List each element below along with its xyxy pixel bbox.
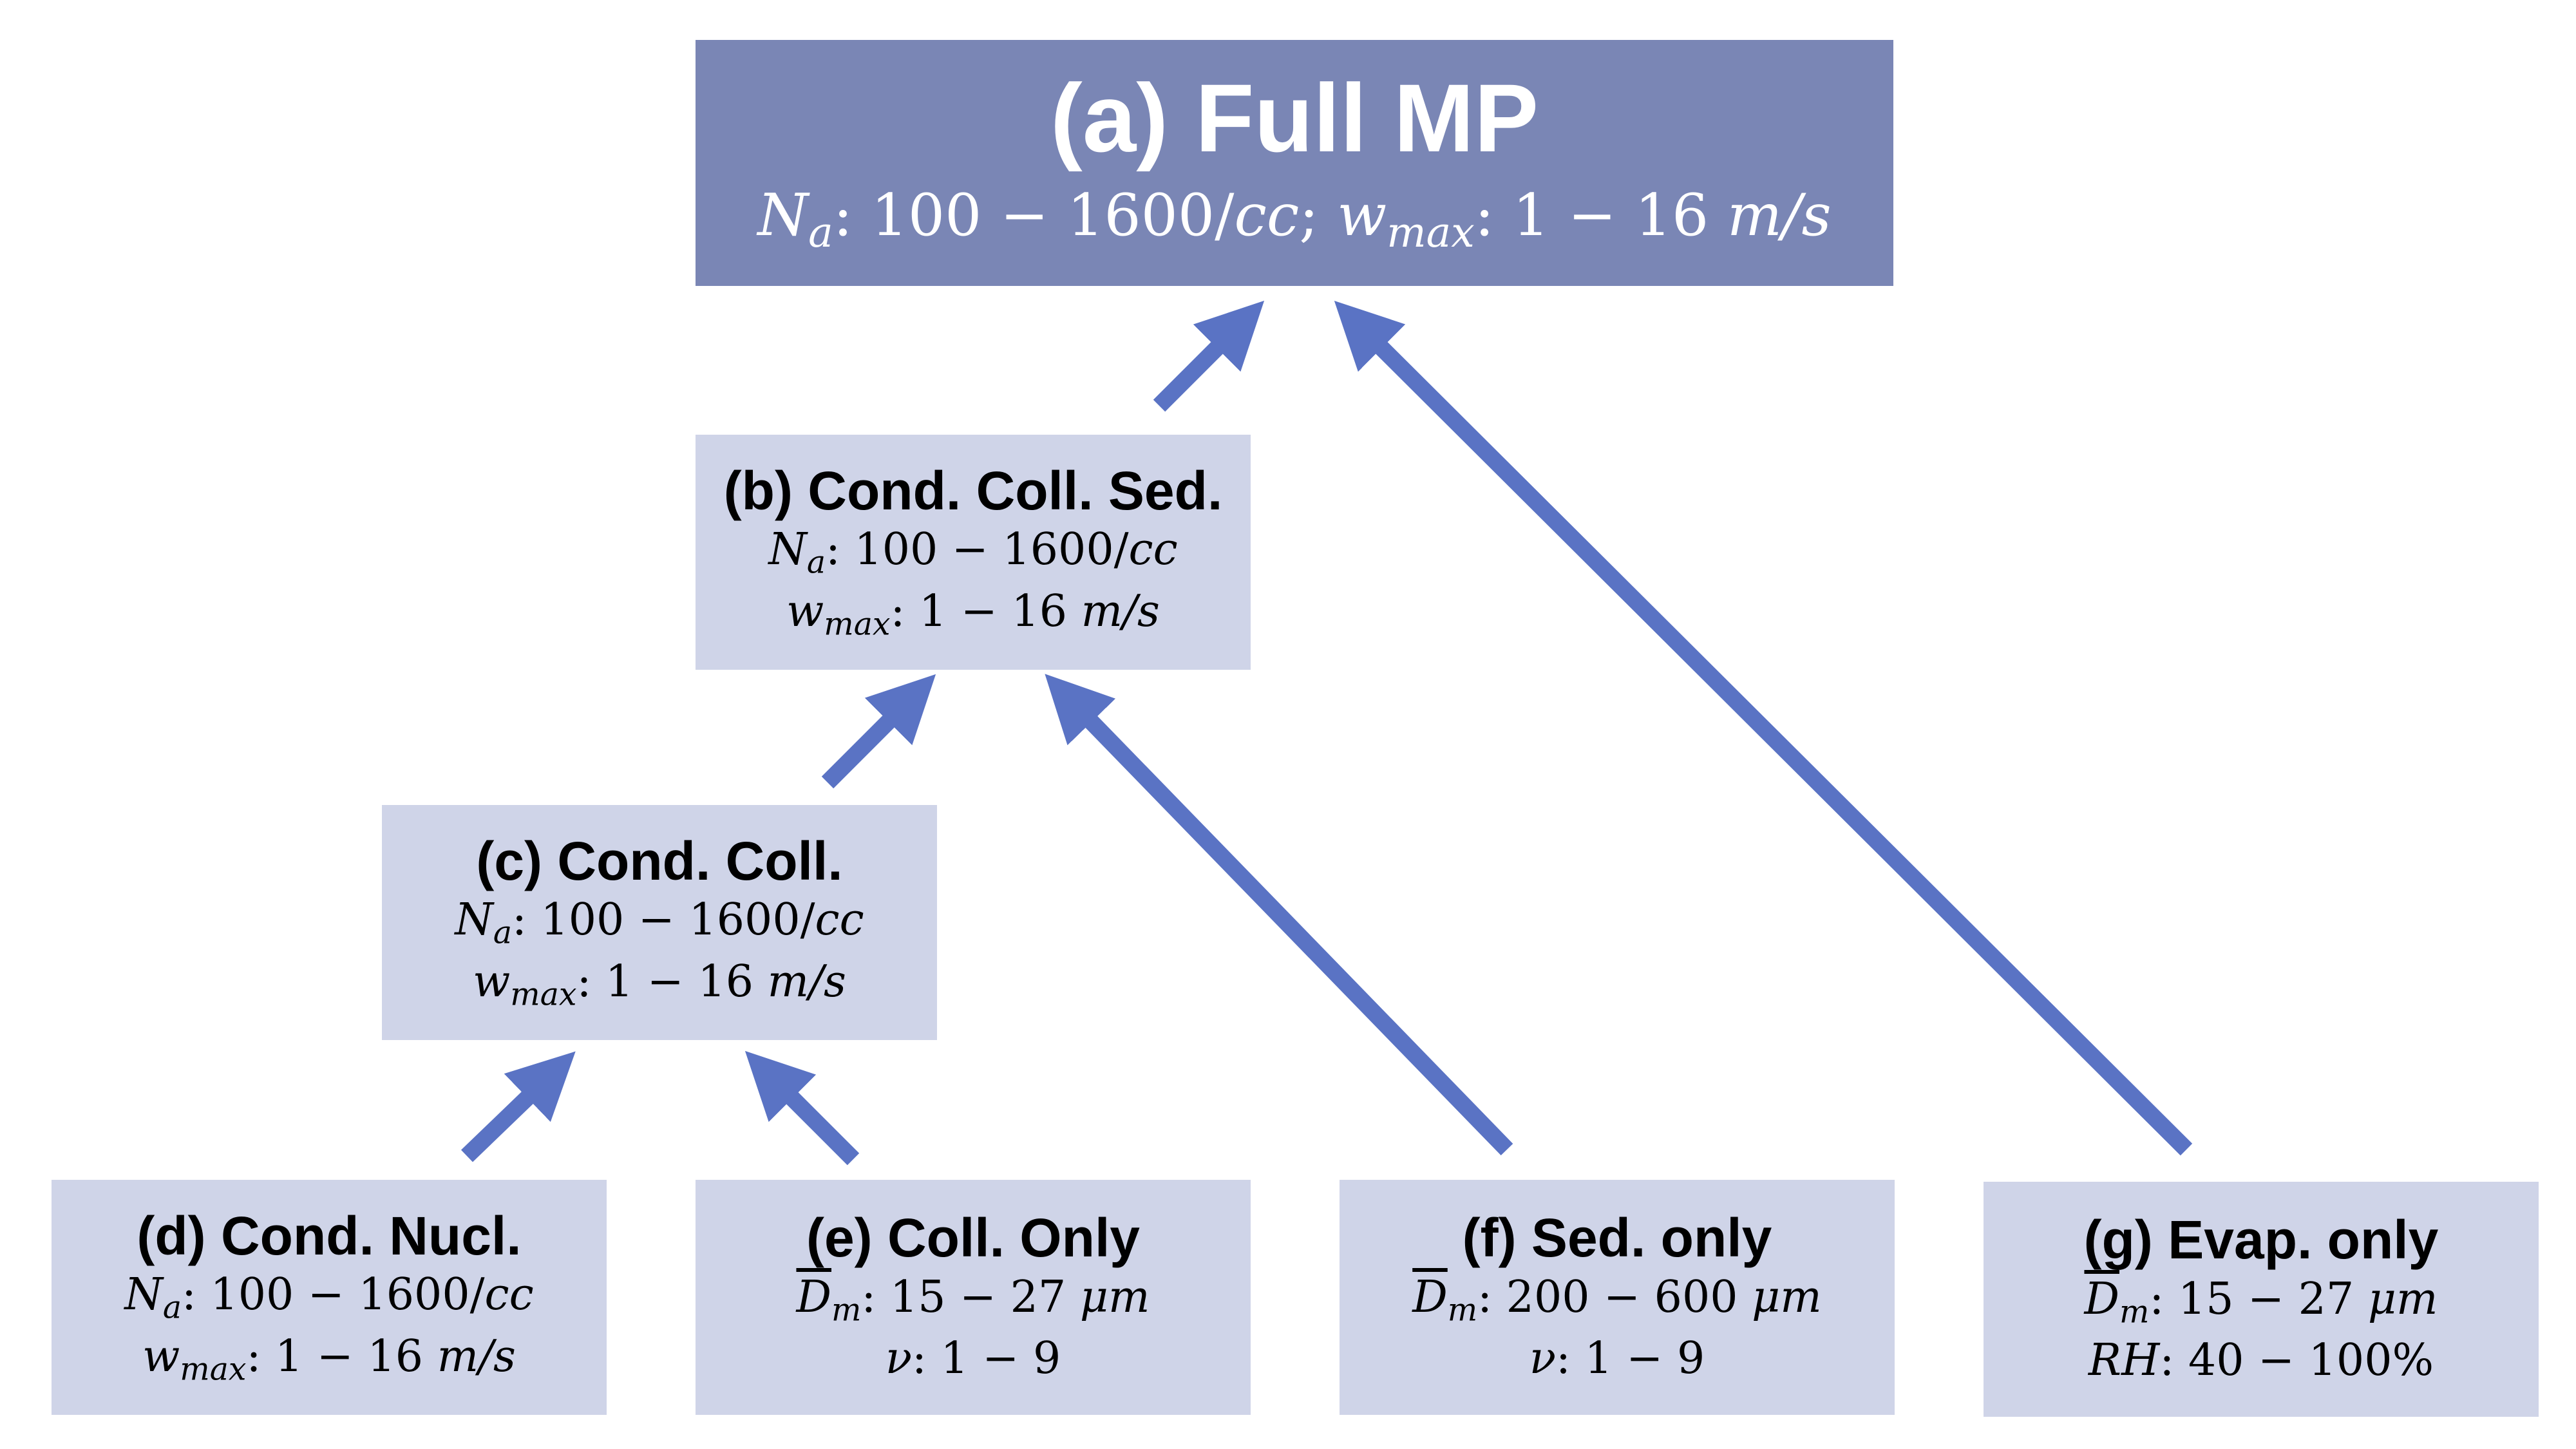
subscript: max	[824, 605, 891, 643]
symbol: N	[768, 524, 807, 576]
range-text: : 15 − 27	[861, 1271, 1080, 1323]
node-param-line: Dm: 200 − 600 μm	[1412, 1269, 1822, 1331]
arrow-c-to-b	[821, 674, 936, 789]
arrow-g-to-a	[1334, 300, 2193, 1156]
separator: ;	[1299, 182, 1338, 250]
symbol: w	[142, 1331, 180, 1382]
subscript: m	[1447, 1291, 1478, 1329]
arrow-f-to-b	[1045, 674, 1513, 1156]
symbol: ν	[1529, 1333, 1557, 1385]
subscript: m	[831, 1291, 862, 1329]
node-param-line: Dm: 15 − 27 μm	[796, 1269, 1150, 1331]
symbol: w	[473, 956, 511, 1007]
arrow-d-to-c	[460, 1051, 576, 1162]
subscript: a	[808, 209, 833, 258]
node-title: (b) Cond. Coll. Sed.	[723, 460, 1223, 521]
subscript: max	[1387, 209, 1475, 258]
range-text: : 1 − 9	[912, 1333, 1061, 1385]
range-text: : 100 − 1600/	[833, 182, 1235, 250]
node-param-line: Dm: 15 − 27 μm	[2084, 1271, 2438, 1332]
unit: m/s	[1727, 182, 1832, 250]
unit: cc	[1234, 182, 1300, 250]
unit: m/s	[767, 956, 846, 1007]
range-text: : 200 − 600	[1477, 1271, 1752, 1323]
node-param-line: Na: 100 − 1600/cc	[124, 1267, 533, 1328]
unit: m/s	[1081, 585, 1160, 637]
subscript: a	[493, 914, 512, 952]
node-title: (c) Cond. Coll.	[476, 830, 843, 891]
symbol: D	[1412, 1271, 1448, 1323]
symbol: N	[757, 182, 809, 250]
symbol: w	[786, 585, 824, 637]
node-param-line: ν: 1 − 9	[886, 1331, 1061, 1387]
range-text: : 1 − 9	[1556, 1333, 1705, 1385]
node-title: (a) Full MP	[1050, 64, 1539, 173]
node-cond-nucl: (d) Cond. Nucl. Na: 100 − 1600/cc wmax: …	[52, 1180, 607, 1415]
node-title: (d) Cond. Nucl.	[137, 1205, 522, 1266]
range-text: : 1 − 16	[246, 1331, 437, 1382]
node-param-line: wmax: 1 − 16 m/s	[786, 583, 1160, 645]
node-param-line: ν: 1 − 9	[1530, 1331, 1705, 1387]
node-params: Na: 100 − 1600/cc; wmax: 1 − 16 m/s	[757, 178, 1831, 260]
node-sed-only: (f) Sed. only Dm: 200 − 600 μm ν: 1 − 9	[1340, 1180, 1895, 1415]
node-param-line: wmax: 1 − 16 m/s	[142, 1329, 516, 1390]
range-text: : 1 − 16	[1474, 182, 1727, 250]
node-title: (e) Coll. Only	[806, 1208, 1141, 1269]
symbol: w	[1337, 182, 1387, 250]
unit: μm	[2367, 1273, 2438, 1325]
node-title: (f) Sed. only	[1462, 1208, 1772, 1269]
symbol: D	[796, 1271, 831, 1323]
range-text: : 100 − 1600/	[182, 1269, 485, 1321]
symbol: RH	[2088, 1335, 2160, 1387]
unit: cc	[1128, 524, 1178, 576]
node-coll-only: (e) Coll. Only Dm: 15 − 27 μm ν: 1 − 9	[696, 1180, 1251, 1415]
symbol: N	[455, 895, 493, 946]
node-param-line: RH: 40 − 100%	[2088, 1332, 2434, 1389]
unit: cc	[484, 1269, 534, 1321]
range-text: : 1 − 16	[890, 585, 1081, 637]
arrow-e-to-c	[744, 1050, 860, 1166]
subscript: a	[162, 1289, 182, 1327]
node-cond-coll: (c) Cond. Coll. Na: 100 − 1600/cc wmax: …	[382, 805, 937, 1040]
range-text: : 100 − 1600/	[826, 524, 1129, 576]
unit: m/s	[437, 1331, 516, 1382]
node-param-line: Na: 100 − 1600/cc	[455, 892, 864, 953]
symbol: N	[124, 1269, 163, 1321]
unit: μm	[1079, 1271, 1150, 1323]
symbol: D	[2084, 1273, 2119, 1325]
node-title: (g) Evap. only	[2083, 1209, 2439, 1271]
unit: μm	[1752, 1271, 1822, 1323]
symbol: ν	[885, 1333, 913, 1385]
node-evap-only: (g) Evap. only Dm: 15 − 27 μm RH: 40 − 1…	[1984, 1182, 2539, 1417]
node-full-mp: (a) Full MP Na: 100 − 1600/cc; wmax: 1 −…	[696, 40, 1893, 286]
subscript: a	[806, 544, 826, 582]
range-text: : 100 − 1600/	[512, 895, 815, 946]
subscript: m	[2119, 1293, 2150, 1331]
subscript: max	[510, 976, 577, 1013]
range-text: : 40 − 100%	[2159, 1335, 2434, 1387]
node-param-line: wmax: 1 − 16 m/s	[473, 954, 846, 1015]
range-text: : 15 − 27	[2149, 1273, 2368, 1325]
node-param-line: Na: 100 − 1600/cc	[768, 522, 1177, 583]
unit: cc	[815, 895, 864, 946]
subscript: max	[180, 1350, 247, 1388]
range-text: : 1 − 16	[576, 956, 768, 1007]
node-cond-coll-sed: (b) Cond. Coll. Sed. Na: 100 − 1600/cc w…	[696, 435, 1251, 670]
arrow-b-to-a	[1153, 300, 1265, 412]
